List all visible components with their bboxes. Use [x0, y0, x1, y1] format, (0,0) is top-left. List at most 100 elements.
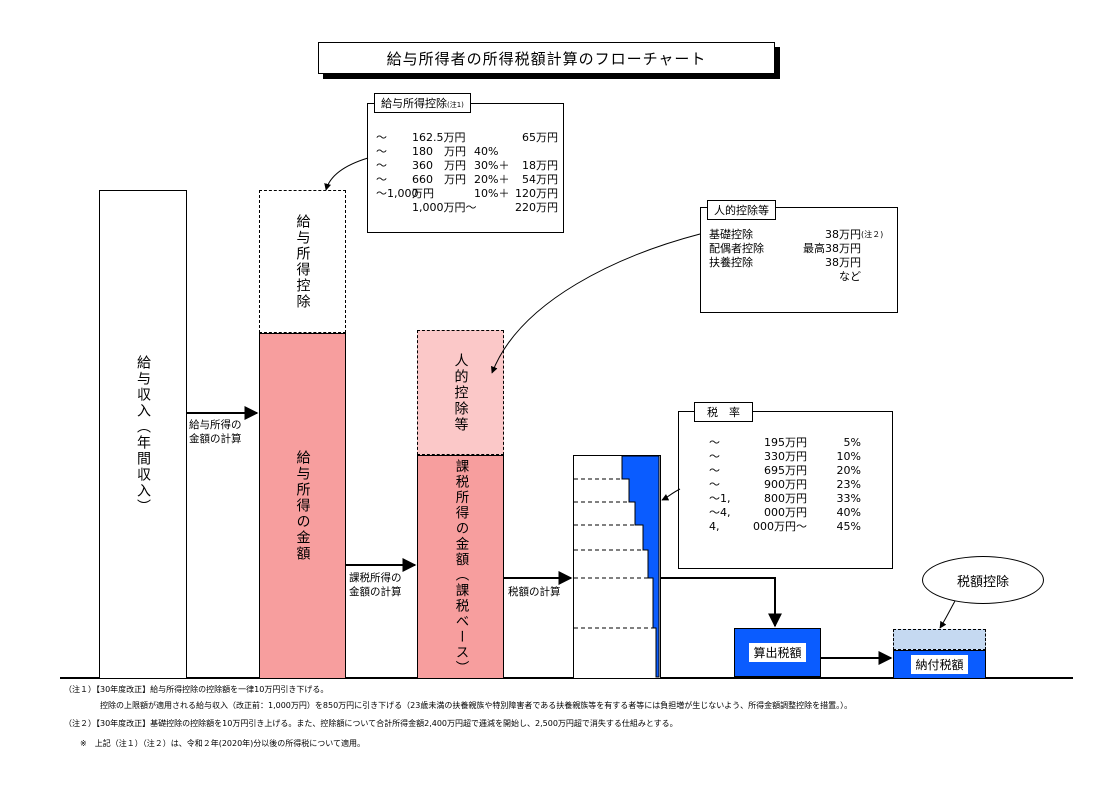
tax-rate-row: 〜 900万円 23%	[709, 478, 879, 492]
tax-rate-row: 〜1, 800万円 33%	[709, 492, 879, 506]
tax-rate-cell: 〜4,	[709, 506, 731, 519]
step-calc-salary-income-line2: 金額の計算	[189, 433, 242, 445]
arrow-to-calculated-tax	[660, 577, 782, 628]
salary-deduction-cell: 〜	[376, 131, 387, 144]
salary-income-label: 給与収入（年間収入）	[135, 354, 151, 515]
tax-staircase-blue	[621, 455, 660, 678]
salary-deduction-cell: 〜	[376, 173, 387, 186]
salary-deduction-row: 1,000万円〜 220万円	[376, 201, 558, 215]
step-calc-taxable-income: 課税所得の 金額の計算	[349, 571, 402, 599]
calculated-tax-box: 算出税額	[734, 628, 821, 677]
calculated-tax-label: 算出税額	[749, 643, 806, 662]
salary-income-column: 給与収入（年間収入）	[99, 190, 187, 678]
taxable-income-block: 課税所得の金額（課税ベース）	[417, 455, 504, 678]
tax-rate-info-box: 〜 195万円 5% 〜 330万円 10% 〜 695万円 20% 〜 900万円 23% 〜1, 80…	[678, 411, 893, 569]
step-calc-salary-income-line1: 給与所得の	[189, 419, 242, 431]
tax-rate-cell: 45%	[836, 520, 861, 533]
tax-credit-block	[893, 629, 986, 650]
tax-rate-cell: 23%	[836, 478, 861, 491]
salary-deduction-cell: 30%＋	[474, 159, 510, 172]
salary-deduction-cell: 54万円	[522, 173, 558, 186]
page-title: 給与所得者の所得税額計算のフローチャート	[318, 42, 775, 74]
baseline	[60, 677, 1073, 679]
tax-rate-row: 4, 000万円〜 45%	[709, 520, 879, 534]
tax-rate-cell: 330万円	[764, 450, 807, 463]
tax-rate-cell: 33%	[836, 492, 861, 505]
salary-deduction-info-title: 給与所得控除	[381, 97, 447, 110]
note-1-detail: 控除の上限額が適用される給与収入（改正前：1,000万円）を850万円に引き下げ…	[100, 701, 853, 710]
personal-deduction-block: 人的控除等	[417, 330, 504, 455]
tax-rate-cell: 800万円	[764, 492, 807, 505]
tax-rate-info-label: 税 率	[694, 402, 753, 422]
tax-credit-label: 税額控除	[956, 574, 1009, 590]
callout-tax-credit	[939, 600, 956, 629]
salary-income-amount-label: 給与所得の金額	[294, 450, 311, 562]
salary-deduction-cell: 40%	[474, 145, 499, 158]
personal-deduction-cell: 38万円	[825, 256, 861, 269]
salary-deduction-cell: 20%＋	[474, 173, 510, 186]
salary-deduction-row: 〜 162.5万円 65万円	[376, 131, 558, 145]
tax-rate-cell: 〜	[709, 464, 720, 477]
salary-deduction-block: 給与所得控除	[259, 190, 346, 333]
salary-deduction-label: 給与所得控除	[294, 213, 311, 310]
personal-deduction-row: 配偶者控除最高38万円	[709, 242, 895, 256]
tax-rate-cell: 5%	[843, 436, 861, 449]
salary-deduction-cell: 180 万円	[412, 145, 466, 158]
tax-rate-cell: 〜	[709, 436, 720, 449]
personal-deduction-cell: (注２)	[861, 230, 884, 239]
tax-payable-label: 納付税額	[911, 655, 968, 674]
tax-rate-cell: 695万円	[764, 464, 807, 477]
tax-rate-cell: 10%	[836, 450, 861, 463]
taxable-income-label: 課税所得の金額（課税ベース）	[452, 458, 469, 676]
callout-salary-deduction	[324, 157, 369, 191]
tax-rate-cell: 〜1,	[709, 492, 731, 505]
salary-deduction-cell: 〜	[376, 145, 387, 158]
salary-deduction-cell: 162.5万円	[412, 131, 466, 144]
personal-deduction-row: など	[709, 270, 895, 284]
salary-income-amount-block: 給与所得の金額	[259, 333, 346, 678]
salary-deduction-cell: 220万円	[515, 201, 558, 214]
tax-rate-cell: 000万円	[764, 506, 807, 519]
tax-rate-cell: 000万円〜	[753, 520, 807, 533]
personal-deduction-info-label: 人的控除等	[707, 200, 776, 220]
step-calc-taxable-income-line2: 金額の計算	[349, 586, 402, 598]
salary-deduction-cell: 10%＋	[474, 187, 510, 200]
tax-rate-cell: 195万円	[764, 436, 807, 449]
tax-rate-cell: 〜	[709, 478, 720, 491]
personal-deduction-cell: 基礎控除	[709, 228, 753, 241]
personal-deduction-cell: 扶養控除	[709, 256, 753, 269]
salary-deduction-info-note: (注1)	[447, 101, 464, 109]
personal-deduction-cell: など	[839, 270, 861, 283]
callout-tax-rate	[661, 488, 681, 501]
personal-deduction-row: 扶養控除 38万円	[709, 256, 895, 270]
note-1: （注１）【30年度改正】給与所得控除の控除額を一律10万円引き下げる。	[64, 685, 329, 694]
salary-deduction-cell: 〜1,000	[376, 187, 419, 200]
tax-payable-box: 納付税額	[893, 650, 986, 678]
salary-deduction-row: 〜 180 万円 40%	[376, 145, 558, 159]
callout-personal-deduction	[490, 233, 701, 374]
salary-deduction-cell: 360 万円	[412, 159, 466, 172]
tax-rate-cell: 〜	[709, 450, 720, 463]
tax-credit-ellipse: 税額控除	[922, 556, 1044, 604]
tax-rate-cell: 4,	[709, 520, 720, 533]
step-calc-tax: 税額の計算	[508, 586, 561, 598]
tax-rate-row: 〜 195万円 5%	[709, 436, 879, 450]
tax-rate-cell: 900万円	[764, 478, 807, 491]
salary-deduction-cell: 65万円	[522, 131, 558, 144]
salary-deduction-cell: 1,000万円〜	[412, 201, 477, 214]
personal-deduction-cell: 最高38万円	[803, 242, 861, 255]
personal-deduction-label: 人的控除等	[452, 352, 469, 433]
salary-deduction-info-label: 給与所得控除(注1)	[374, 93, 471, 113]
salary-deduction-cell: 18万円	[522, 159, 558, 172]
tax-rate-cell: 20%	[836, 464, 861, 477]
tax-rate-row: 〜 330万円 10%	[709, 450, 879, 464]
step-calc-salary-income: 給与所得の 金額の計算	[189, 418, 242, 446]
